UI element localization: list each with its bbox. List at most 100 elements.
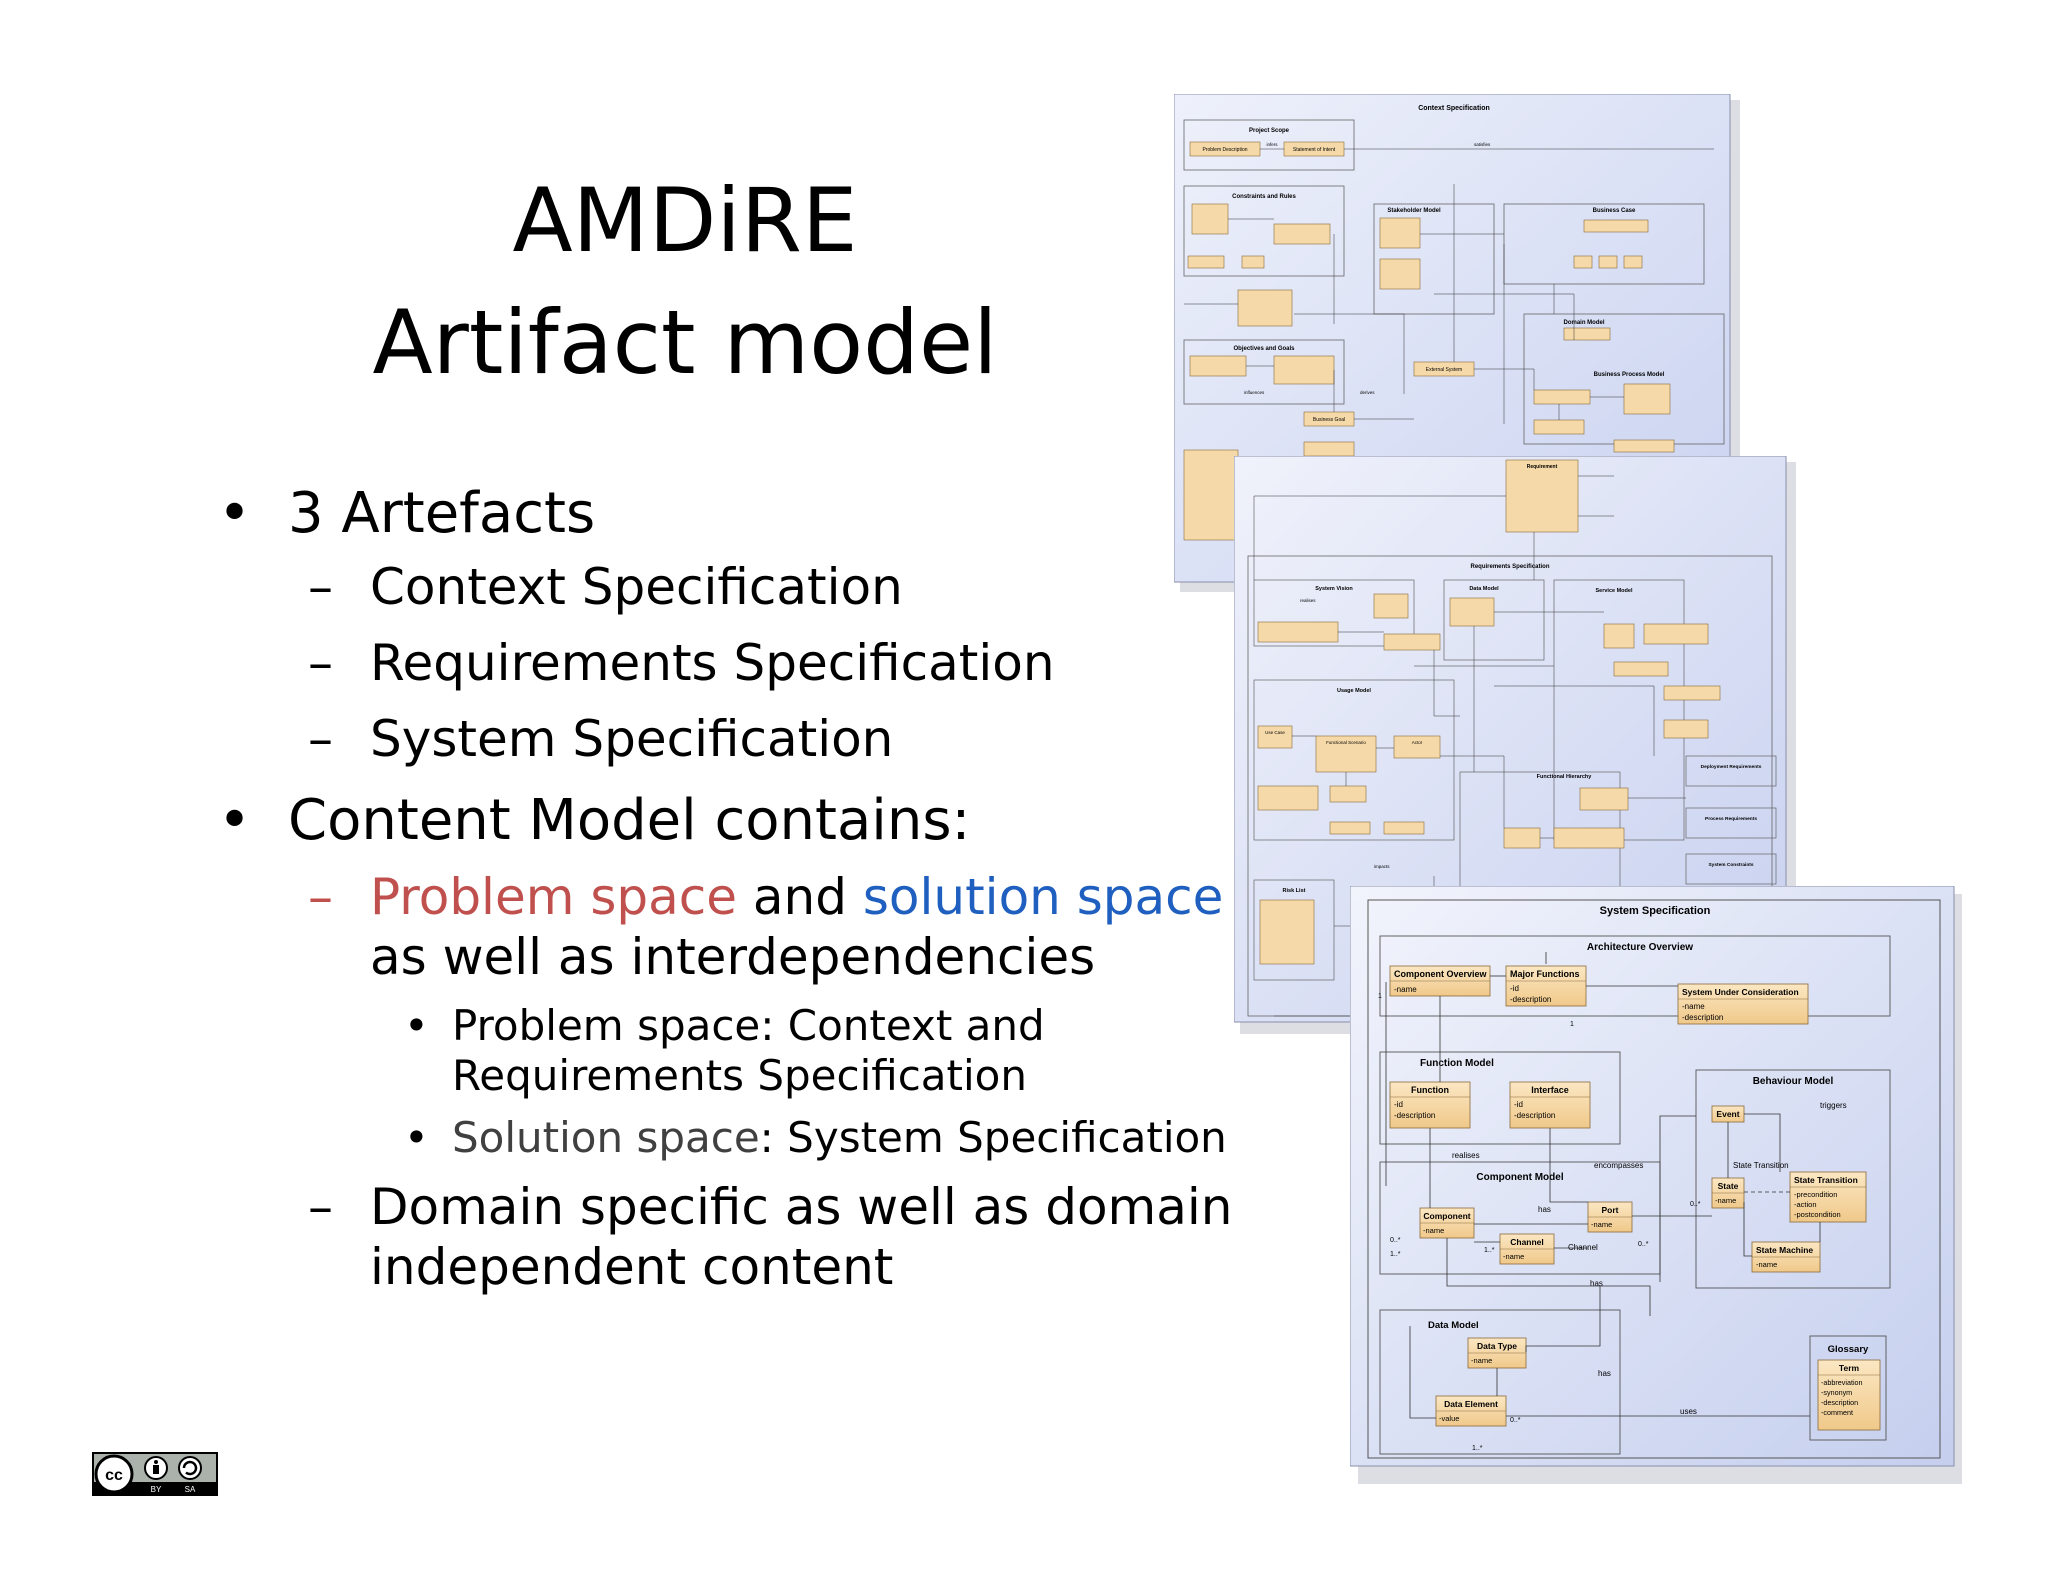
data-element-label: Data Element <box>1444 1399 1498 1409</box>
dash: – <box>308 558 333 616</box>
system-vision-label: System Vision <box>1315 586 1353 592</box>
process-requirements-label: Process Requirements <box>1705 816 1757 822</box>
state-transition-label: State Transition <box>1794 1175 1858 1185</box>
objectives-goals-label: Objectives and Goals <box>1233 346 1295 352</box>
sub-problem-solution: Problem space and solution space <box>370 866 1223 928</box>
data-model-label: Data Model <box>1469 586 1499 592</box>
business-case-label: Business Case <box>1593 208 1636 214</box>
interface-label: Interface <box>1531 1085 1569 1095</box>
function-attr-desc: -description <box>1394 1111 1435 1120</box>
has-label-2: has <box>1590 1279 1603 1288</box>
mult: 0..* <box>1638 1241 1649 1248</box>
subsub-solution: Solution space: System Specification <box>452 1112 1227 1164</box>
major-functions-label: Major Functions <box>1510 969 1580 979</box>
suc-attr-name: -name <box>1682 1002 1705 1011</box>
sub-domain-line1: Domain specific as well as domain <box>370 1178 1233 1236</box>
dash: – <box>308 634 333 692</box>
system-spec-title: System Specification <box>1600 905 1711 917</box>
slide-title: AMDiRE Artifact model <box>330 160 1040 404</box>
sub-context-spec: Context Specification <box>370 558 903 616</box>
mult: 0..* <box>1690 1201 1701 1208</box>
state-attr-name: -name <box>1715 1196 1736 1205</box>
uses-label: uses <box>1680 1407 1697 1416</box>
title-line-2: Artifact model <box>372 291 998 394</box>
port-label: Port <box>1602 1205 1619 1215</box>
major-functions-attr-desc: -description <box>1510 995 1551 1004</box>
has-label-3: has <box>1598 1369 1611 1378</box>
bullet-dot-small: • <box>404 1113 429 1162</box>
interface-attr-id: -id <box>1514 1100 1523 1109</box>
architecture-overview-label: Architecture Overview <box>1587 942 1693 953</box>
mult: 1 <box>1378 993 1382 1000</box>
sub-system-spec: System Specification <box>370 710 894 768</box>
constraints-rules-label: Constraints and Rules <box>1232 194 1296 200</box>
component-attr: -name <box>1423 1226 1444 1235</box>
bullet-dot-small: • <box>404 1001 429 1050</box>
influences-label: influences <box>1244 390 1265 395</box>
channel-label: Channel <box>1510 1237 1544 1247</box>
system-spec-diagram: System Specification Architecture Overvi… <box>1350 886 1965 1486</box>
sub-requirements-spec: Requirements Specification <box>370 634 1055 692</box>
bullet-3-artefacts: 3 Artefacts <box>288 481 596 546</box>
cc-by-text: BY <box>151 1485 162 1494</box>
impacts-label: impacts <box>1374 864 1390 869</box>
st-attr-pre: -precondition <box>1794 1190 1837 1199</box>
and-text: and <box>737 868 863 926</box>
stakeholder-model-label: Stakeholder Model <box>1387 208 1441 214</box>
system-constraints-label: System Constraints <box>1708 862 1753 868</box>
subsub-problem-line2: Requirements Specification <box>452 1051 1027 1100</box>
triggers-label: triggers <box>1820 1101 1847 1110</box>
realises-label: realises <box>1452 1151 1480 1160</box>
dash: – <box>308 1178 333 1236</box>
context-spec-title: Context Specification <box>1418 105 1490 112</box>
mult: 1 <box>1570 1021 1574 1028</box>
cc-sa-text: SA <box>185 1485 196 1494</box>
cc-logo-text: cc <box>105 1467 123 1484</box>
solution-space-desc: : System Specification <box>759 1113 1227 1162</box>
state-label: State <box>1718 1181 1739 1191</box>
subsub-problem-line1: Problem space: Context and <box>452 1001 1045 1050</box>
term-attr-syn: -synonym <box>1821 1388 1852 1397</box>
has-label-1: has <box>1538 1205 1551 1214</box>
component-model-label: Component Model <box>1476 1172 1563 1183</box>
component-overview-attr: -name <box>1394 985 1417 994</box>
encompasses-label: encompasses <box>1594 1161 1643 1170</box>
mult: 1..* <box>1472 1445 1483 1452</box>
statement-of-intent-label: Statement of Intent <box>1293 147 1336 153</box>
suc-attr-desc: -description <box>1682 1013 1723 1022</box>
function-model-label: Function Model <box>1420 1058 1494 1069</box>
risk-list-label: Risk List <box>1283 888 1306 894</box>
sub-interdependencies: as well as interdependencies <box>370 928 1096 986</box>
use-case-label: Use Case <box>1265 730 1285 735</box>
dash-red: – <box>308 868 333 926</box>
solution-space-text: solution space <box>862 868 1224 926</box>
data-element-attr: -value <box>1439 1414 1459 1423</box>
derives-label: derives <box>1360 390 1375 395</box>
solution-space-label: Solution space <box>452 1113 760 1162</box>
term-attr-comment: -comment <box>1821 1408 1853 1417</box>
infers-label: infers <box>1266 142 1278 147</box>
title-line-1: AMDiRE <box>512 169 858 272</box>
functional-scenario-label: Functional Scenario <box>1326 740 1366 745</box>
requirement-label: Requirement <box>1527 464 1558 470</box>
channel-assoc-label: Channel <box>1568 1243 1598 1252</box>
data-type-label: Data Type <box>1477 1341 1517 1351</box>
functional-hierarchy-label: Functional Hierarchy <box>1537 774 1593 780</box>
dash: – <box>308 710 333 768</box>
st-attr-post: -postcondition <box>1794 1210 1841 1219</box>
realises-label: realises <box>1300 598 1316 603</box>
service-model-label: Service Model <box>1596 588 1633 594</box>
term-label: Term <box>1839 1363 1860 1373</box>
bullet-content-model: Content Model contains: <box>288 788 971 853</box>
term-attr-abbr: -abbreviation <box>1821 1378 1863 1387</box>
st-attr-action: -action <box>1794 1200 1817 1209</box>
component-label: Component <box>1423 1211 1470 1221</box>
requirements-spec-title: Requirements Specification <box>1470 564 1549 570</box>
state-machine-attr: -name <box>1756 1260 1777 1269</box>
term-attr-desc: -description <box>1821 1398 1858 1407</box>
mult: 0..* <box>1510 1417 1521 1424</box>
actor-label: Actor <box>1412 740 1423 745</box>
data-model-label: Data Model <box>1428 1320 1479 1331</box>
function-attr-id: -id <box>1394 1100 1403 1109</box>
bullet-dot: • <box>218 481 252 546</box>
